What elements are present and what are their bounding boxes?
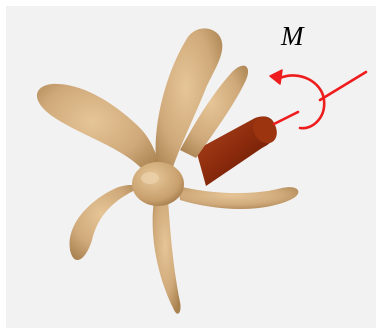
- curved-moment-arrow-icon: [270, 70, 324, 128]
- propeller-hub: [132, 162, 184, 206]
- propeller-blade-right: [178, 186, 298, 209]
- moment-label: M: [281, 23, 304, 50]
- propeller-blade-upper-left: [37, 84, 160, 178]
- propeller-blade-lower-left: [70, 185, 140, 260]
- propeller-blade-bottom: [153, 200, 181, 314]
